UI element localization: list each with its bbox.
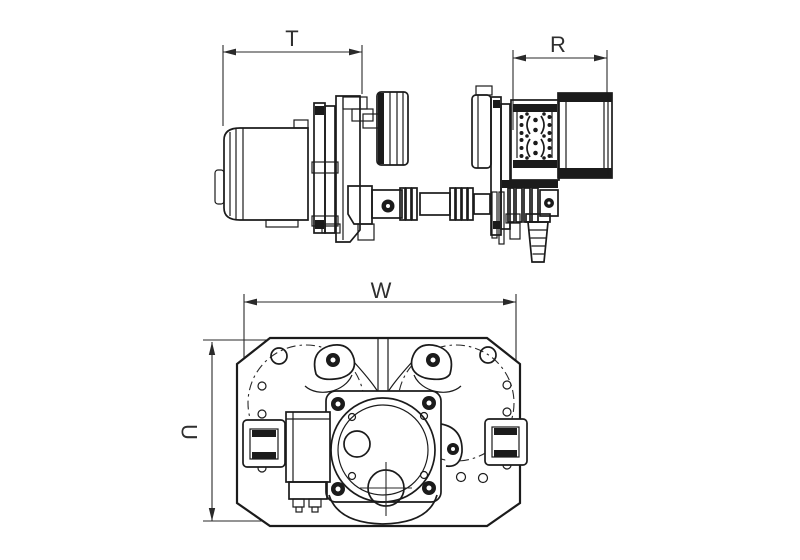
right-trolley-wheel bbox=[471, 85, 511, 236]
dimension-u: U bbox=[177, 339, 268, 522]
chain-links-row-2 bbox=[519, 138, 552, 160]
chain-links-row-1 bbox=[519, 112, 552, 138]
left-trolley-wheel bbox=[376, 91, 409, 166]
dimension-label-w: W bbox=[371, 278, 392, 303]
dimension-w: W bbox=[243, 278, 517, 360]
hoist-motor-plan bbox=[285, 411, 331, 513]
drive-gear-block bbox=[321, 185, 403, 241]
gearbox-flange bbox=[311, 95, 382, 243]
dimension-t: T bbox=[222, 26, 363, 126]
dimension-label-r: R bbox=[550, 32, 566, 57]
dimension-r: R bbox=[512, 32, 608, 130]
connecting-shaft bbox=[399, 187, 491, 221]
plan-view: W U bbox=[177, 278, 528, 528]
hoist-motor bbox=[557, 92, 613, 179]
chain-guide-and-hook bbox=[491, 180, 559, 263]
left-clamp-bracket bbox=[242, 419, 286, 468]
plate-holes bbox=[257, 346, 512, 484]
gear-housing-flange bbox=[325, 390, 442, 525]
right-link-lobe bbox=[440, 423, 463, 468]
trolley-motor bbox=[214, 119, 309, 228]
right-clamp-bracket bbox=[484, 418, 528, 466]
dimension-label-u: U bbox=[177, 424, 202, 440]
chain-sprocket-housing bbox=[510, 99, 560, 181]
front-elevation-view: T R bbox=[214, 26, 613, 263]
suspension-stem bbox=[377, 339, 389, 392]
dimension-label-t: T bbox=[285, 26, 298, 51]
